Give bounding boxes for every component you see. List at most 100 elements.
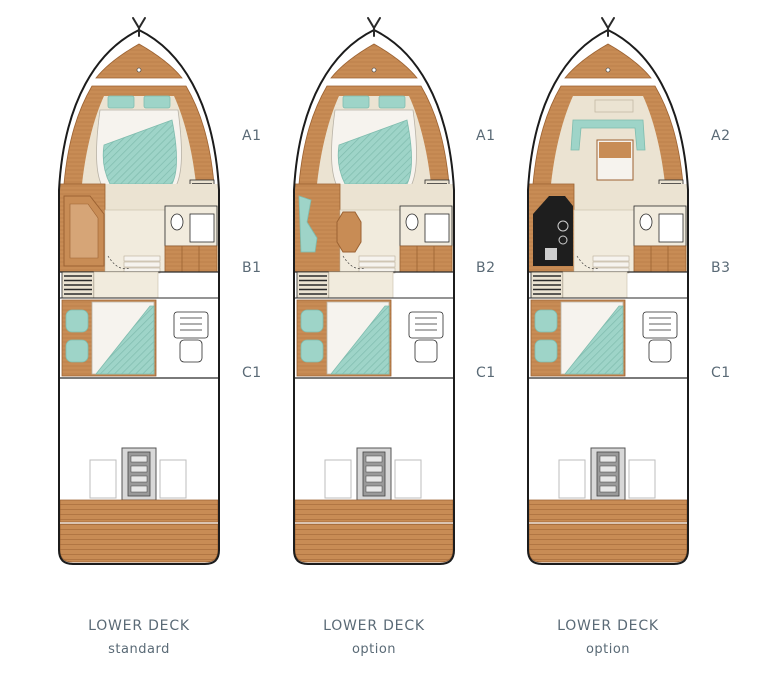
galley-sink (545, 248, 557, 260)
companionway-stairs (358, 255, 396, 274)
caption-subtitle: standard (108, 642, 170, 657)
hull-outline (58, 28, 220, 565)
dinette-seat (298, 195, 318, 253)
engine-outline (324, 459, 352, 499)
engine-outline (394, 459, 422, 499)
pillow (65, 339, 89, 363)
engine-cyl (130, 465, 148, 473)
desk-top (173, 311, 209, 339)
stair-step (123, 255, 161, 262)
engines (89, 447, 187, 501)
desk (173, 311, 209, 363)
aft-passage (562, 271, 628, 299)
engines (558, 447, 656, 501)
shower-tray (658, 213, 684, 243)
plan-caption: LOWER DECK option (284, 618, 464, 657)
aft-deck-step (528, 499, 688, 523)
vent-grille (296, 271, 330, 299)
engine-cyl (130, 455, 148, 463)
locker-block (399, 245, 453, 273)
chair (179, 339, 203, 363)
desk (408, 311, 444, 363)
companionway-stairs (123, 255, 161, 274)
engine-cyl (365, 455, 383, 463)
zone-label-a: A2 (711, 128, 731, 144)
toilet (170, 213, 184, 231)
caption-subtitle: option (585, 642, 631, 657)
engine-outline (558, 459, 586, 499)
stair-step (358, 261, 396, 268)
pillow (342, 95, 370, 109)
stair-step (358, 255, 396, 262)
deck-plan (293, 17, 455, 565)
caption-title: LOWER DECK (557, 618, 659, 634)
desk (642, 311, 678, 363)
deck-plan (527, 17, 689, 565)
saloon-floor-centre (104, 209, 166, 273)
caption-title: LOWER DECK (88, 618, 190, 634)
toilet (405, 213, 419, 231)
zone-label-b: B1 (242, 260, 262, 276)
pillow (378, 95, 406, 109)
pillow (300, 339, 324, 363)
hob (557, 220, 569, 232)
engine-cyl (130, 475, 148, 483)
zone-label-c: C1 (242, 365, 262, 381)
aft-passage (328, 271, 394, 299)
locker-block (633, 245, 687, 273)
engine-cyl (365, 485, 383, 493)
galley-unit (533, 196, 573, 266)
aft-deck-step (294, 499, 454, 523)
engine-cyl (599, 485, 617, 493)
anchor-icon (367, 17, 381, 37)
engine-core (596, 451, 620, 497)
caption-title: LOWER DECK (323, 618, 425, 634)
bow-deck (95, 43, 183, 79)
pillow (534, 309, 558, 333)
engine-outline (628, 459, 656, 499)
swim-platform (294, 523, 454, 563)
locker-block (164, 245, 218, 273)
pillow (300, 309, 324, 333)
stair-step (592, 261, 630, 268)
deck-hatch (605, 67, 611, 73)
bow-deck (564, 43, 652, 79)
aft-duvet (95, 305, 155, 375)
engine-outline (89, 459, 117, 499)
toilet (639, 213, 653, 231)
pillow (143, 95, 171, 109)
zone-label-b: B2 (476, 260, 496, 276)
aft-deck-step (59, 499, 219, 523)
chair (414, 339, 438, 363)
zone-label-b: B3 (711, 260, 731, 276)
companionway-stairs (592, 255, 630, 274)
chair (648, 339, 672, 363)
aft-duvet (330, 305, 390, 375)
swim-platform (59, 523, 219, 563)
door-swing (107, 255, 131, 270)
duvet (102, 119, 177, 185)
door-swing (576, 255, 600, 270)
aft-passage (93, 271, 159, 299)
engine-cyl (599, 455, 617, 463)
engine-cyl (130, 485, 148, 493)
zone-label-c: C1 (476, 365, 496, 381)
engine-cyl (599, 475, 617, 483)
zone-label-a: A1 (242, 128, 262, 144)
deck-hatch (371, 67, 377, 73)
deck-hatch (136, 67, 142, 73)
desk-top (642, 311, 678, 339)
plan-caption: LOWER DECK option (518, 618, 698, 657)
table-leaf (599, 142, 631, 158)
pillow (107, 95, 135, 109)
zone-label-a: A1 (476, 128, 496, 144)
seat-cushion (69, 203, 99, 259)
desk-top (408, 311, 444, 339)
vent-grille (530, 271, 564, 299)
anchor-icon (601, 17, 615, 37)
hob (558, 235, 568, 245)
plan-caption: LOWER DECK standard (49, 618, 229, 657)
bow-deck (330, 43, 418, 79)
